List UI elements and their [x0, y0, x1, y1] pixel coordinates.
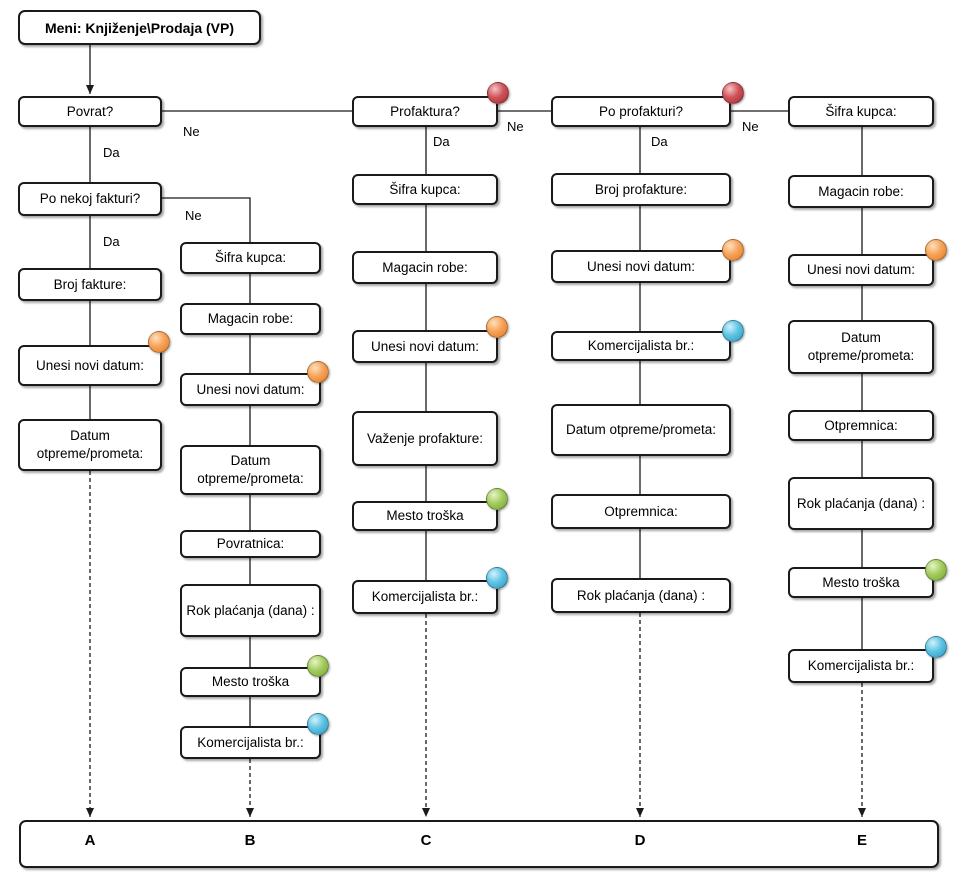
- decision-po-profakturi: Po profakturi?: [551, 96, 731, 127]
- step-e-mesto-troska: Mesto troška: [788, 567, 934, 598]
- green-marker-icon: [486, 488, 508, 510]
- green-marker-icon: [925, 559, 947, 581]
- outcome-b: B: [244, 832, 256, 849]
- decision-po-nekoj-fakturi: Po nekoj fakturi?: [18, 182, 162, 216]
- step-d-rok-placanja: Rok plaćanja (dana) :: [551, 578, 731, 613]
- step-c-unesi-novi-datum: Unesi novi datum:: [352, 330, 498, 363]
- label-da-po-profakturi: Da: [651, 134, 668, 149]
- label-ne-povrat: Ne: [183, 124, 200, 139]
- step-e-rok-placanja: Rok plaćanja (dana) :: [788, 477, 934, 530]
- orange-marker-icon: [486, 316, 508, 338]
- step-e-komercijalista: Komercijalista br.:: [788, 649, 934, 683]
- label-ne-profaktura: Ne: [507, 119, 524, 134]
- step-d-broj-profakture: Broj profakture:: [551, 173, 731, 206]
- step-b-datum-otpreme: Datum otpreme/prometa:: [180, 445, 321, 495]
- orange-marker-icon: [925, 239, 947, 261]
- step-c-sifra-kupca: Šifra kupca:: [352, 174, 498, 205]
- step-e-sifra-kupca: Šifra kupca:: [788, 96, 934, 127]
- red-marker-icon: [722, 82, 744, 104]
- decision-povrat: Povrat?: [18, 96, 162, 127]
- step-b-magacin-robe: Magacin robe:: [180, 303, 321, 335]
- step-b-komercijalista: Komercijalista br.:: [180, 726, 321, 759]
- label-da-po-nekoj: Da: [103, 234, 120, 249]
- orange-marker-icon: [307, 361, 329, 383]
- step-c-mesto-troska: Mesto troška: [352, 501, 498, 531]
- outcome-c: C: [420, 832, 432, 849]
- step-c-magacin-robe: Magacin robe:: [352, 251, 498, 284]
- decision-profaktura: Profaktura?: [352, 96, 498, 127]
- label-da-povrat: Da: [103, 145, 120, 160]
- outcome-d: D: [634, 832, 646, 849]
- outcome-bar: [19, 820, 939, 868]
- blue-marker-icon: [925, 636, 947, 658]
- step-a-datum-otpreme: Datum otpreme/prometa:: [18, 419, 162, 471]
- step-d-komercijalista: Komercijalista br.:: [551, 331, 731, 361]
- label-ne-po-nekoj: Ne: [185, 208, 202, 223]
- blue-marker-icon: [307, 713, 329, 735]
- orange-marker-icon: [722, 239, 744, 261]
- label-ne-po-profakturi: Ne: [742, 119, 759, 134]
- blue-marker-icon: [722, 320, 744, 342]
- step-c-vazenje-profakture: Važenje profakture:: [352, 411, 498, 466]
- step-a-broj-fakture: Broj fakture:: [18, 268, 162, 301]
- red-marker-icon: [487, 82, 509, 104]
- orange-marker-icon: [148, 331, 170, 353]
- label-da-profaktura: Da: [433, 134, 450, 149]
- step-d-otpremnica: Otpremnica:: [551, 494, 731, 529]
- blue-marker-icon: [486, 567, 508, 589]
- outcome-e: E: [856, 832, 867, 849]
- step-b-rok-placanja: Rok plaćanja (dana) :: [180, 584, 321, 637]
- step-c-komercijalista: Komercijalista br.:: [352, 580, 498, 614]
- step-d-datum-otpreme: Datum otpreme/prometa:: [551, 404, 731, 456]
- green-marker-icon: [307, 655, 329, 677]
- outcome-a: A: [84, 832, 96, 849]
- step-b-sifra-kupca: Šifra kupca:: [180, 242, 321, 274]
- step-e-unesi-novi-datum: Unesi novi datum:: [788, 254, 934, 286]
- step-d-unesi-novi-datum: Unesi novi datum:: [551, 250, 731, 283]
- step-e-otpremnica: Otpremnica:: [788, 410, 934, 441]
- step-b-mesto-troska: Mesto troška: [180, 667, 321, 697]
- menu-title: Meni: Knjiženje\Prodaja (VP): [18, 10, 261, 45]
- step-e-datum-otpreme: Datum otpreme/prometa:: [788, 320, 934, 374]
- step-b-unesi-novi-datum: Unesi novi datum:: [180, 373, 321, 406]
- step-e-magacin-robe: Magacin robe:: [788, 175, 934, 208]
- step-b-povratnica: Povratnica:: [180, 530, 321, 558]
- step-a-unesi-novi-datum: Unesi novi datum:: [18, 345, 162, 386]
